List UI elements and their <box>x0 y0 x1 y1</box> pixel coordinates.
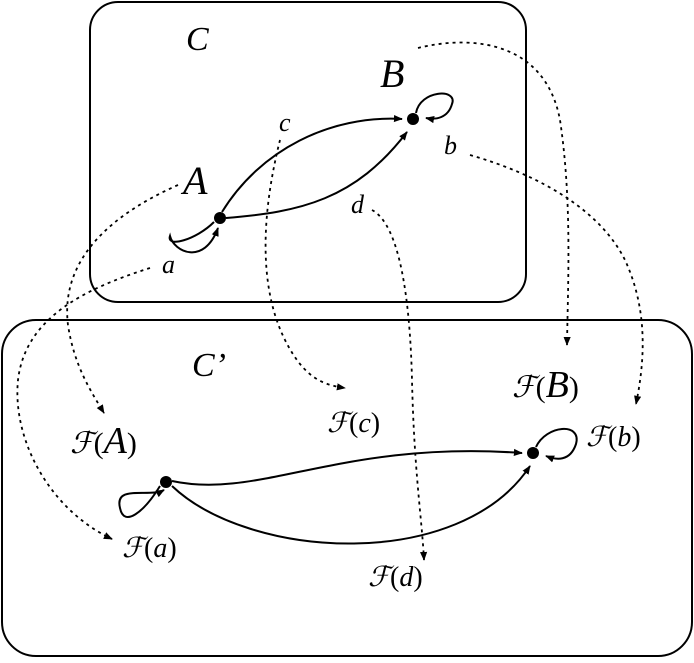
object-fa-point <box>160 476 172 488</box>
image-fd-arrow <box>171 465 531 545</box>
image-fb-arrow <box>535 428 578 463</box>
object-a-label: A <box>180 158 208 203</box>
morphism-c-label: c <box>279 108 291 137</box>
image-fc-label: ℱ(c) <box>327 408 380 439</box>
category-c-prime-box <box>1 319 693 657</box>
mapping-d-to-fd <box>371 209 428 561</box>
category-c-prime-label: C’ <box>192 347 226 384</box>
image-fb-label: ℱ(B) <box>512 364 579 406</box>
object-fb-point <box>527 447 539 459</box>
morphism-b-arrow <box>415 92 454 124</box>
morphism-b-label: b <box>444 131 457 160</box>
image-fd-label: ℱ(d) <box>368 562 423 593</box>
morphism-d-label: d <box>351 190 365 219</box>
category-c-label: C <box>186 21 209 58</box>
object-b-point <box>407 113 419 125</box>
image-fa-label: ℱ(A) <box>70 420 137 462</box>
image-fa-small-label: ℱ(a) <box>122 533 177 564</box>
morphism-d-arrow <box>225 131 408 219</box>
morphism-a-label: a <box>162 250 175 279</box>
morphism-a-arrow <box>168 221 219 254</box>
object-b-label: B <box>380 51 404 96</box>
mapping-c-to-fc <box>264 139 346 391</box>
mapping-b-to-fb <box>417 41 571 346</box>
image-fb-small-label: ℱ(b) <box>586 422 641 453</box>
category-c-box <box>89 1 527 303</box>
object-a-point <box>214 212 226 224</box>
mapping-a-to-fa <box>66 184 179 414</box>
image-fc-arrow <box>171 448 523 486</box>
image-fa-arrow <box>118 485 165 518</box>
morphism-c-arrow <box>221 114 403 213</box>
mapping-arrow-a-to-fa-small <box>16 267 151 540</box>
